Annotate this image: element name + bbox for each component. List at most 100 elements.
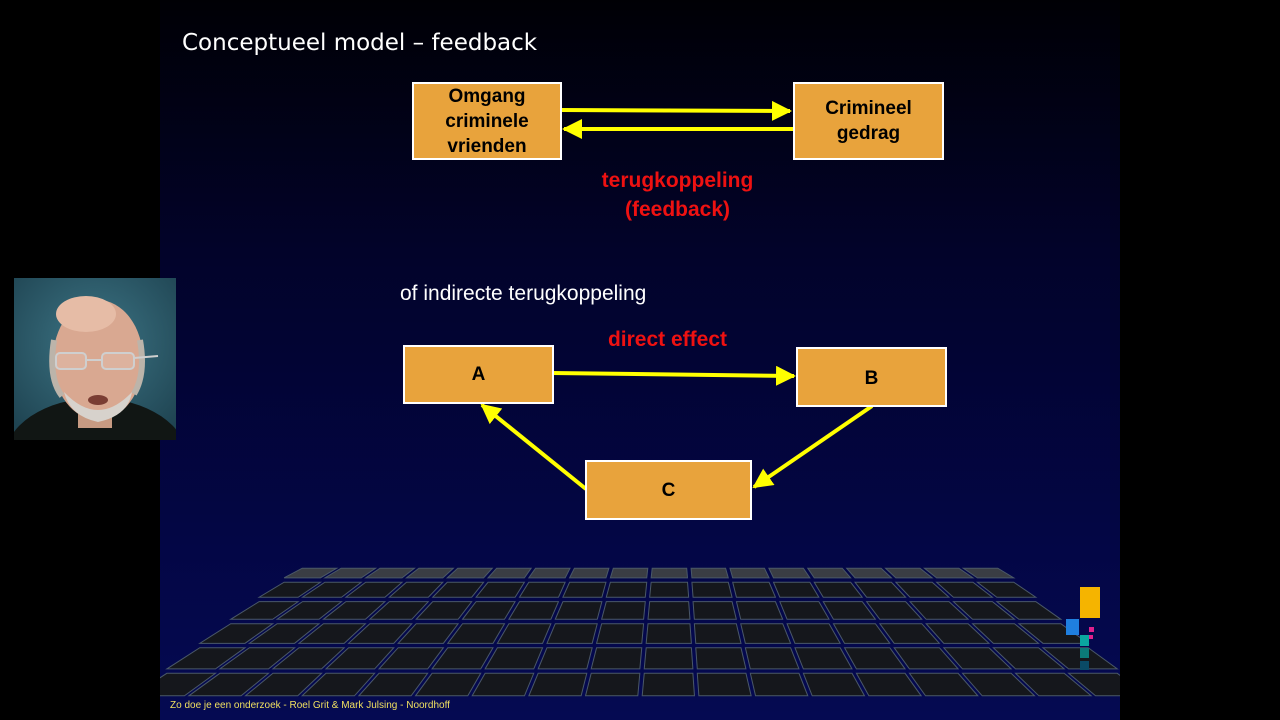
- grid-tile: [696, 672, 752, 697]
- grid-tile: [527, 567, 571, 579]
- feedback-label-line-2: (feedback): [624, 198, 731, 221]
- feedback-label-line-1: terugkoppeling: [601, 169, 754, 192]
- grid-tile: [854, 581, 907, 598]
- box-right-line-1: Crimineel: [825, 98, 912, 119]
- grid-tile: [647, 601, 691, 620]
- grid-tile: [893, 647, 960, 670]
- grid-tile: [695, 647, 747, 670]
- arrow-c-to-a: [480, 403, 588, 491]
- grid-tile: [257, 581, 323, 598]
- grid-tile: [942, 647, 1013, 670]
- grid-tile: [244, 672, 323, 697]
- grid-tile: [165, 647, 247, 670]
- grid-tile: [961, 567, 1016, 579]
- grid-tile: [431, 647, 494, 670]
- grid-tile: [690, 567, 729, 579]
- grid-tile: [822, 601, 877, 620]
- grid-tile: [605, 581, 648, 598]
- box-c: C: [585, 460, 752, 520]
- grid-tile: [446, 623, 506, 644]
- arrows-layer: [480, 100, 874, 491]
- grid-tile: [397, 623, 460, 644]
- grid-tile: [562, 581, 607, 598]
- grid-tile: [729, 567, 770, 579]
- grid-tile: [404, 567, 455, 579]
- grid-tile: [794, 647, 853, 670]
- box-right-line-2: gedrag: [836, 123, 901, 144]
- grid-tile: [813, 581, 864, 598]
- grid-tile: [300, 672, 376, 697]
- grid-tile: [595, 623, 645, 644]
- footer-credit: Zo doe je een onderzoek - Roel Grit & Ma…: [170, 700, 450, 711]
- grid-tile: [323, 567, 378, 579]
- grid-tile: [806, 567, 852, 579]
- grid-tile: [508, 601, 560, 620]
- grid-tile: [300, 581, 363, 598]
- grid-tile: [691, 581, 733, 598]
- grid-tile: [324, 647, 395, 670]
- grid-tile: [160, 672, 218, 697]
- grid-tile: [297, 623, 367, 644]
- grid-tile: [414, 672, 482, 697]
- grid-tile: [415, 601, 473, 620]
- grid-tile: [878, 623, 941, 644]
- grid-tile: [971, 623, 1040, 644]
- grid-tile: [744, 647, 800, 670]
- box-crimineel-gedrag: Crimineel gedrag: [793, 82, 944, 160]
- grid-tile: [802, 672, 866, 697]
- grid-tile: [992, 647, 1066, 670]
- grid-tile: [952, 601, 1016, 620]
- feedback-label: terugkoppeling (feedback): [570, 166, 785, 224]
- box-b: B: [796, 347, 947, 407]
- grid-tile: [518, 581, 566, 598]
- grid-tile: [649, 581, 690, 598]
- grid-tile: [855, 672, 923, 697]
- grid-floor: [160, 567, 1120, 697]
- grid-tile: [347, 623, 413, 644]
- grid-tile: [546, 623, 598, 644]
- grid-tile: [600, 601, 646, 620]
- grid-tile: [1067, 672, 1120, 697]
- grid-tile: [975, 581, 1038, 598]
- grid-tile: [961, 672, 1036, 697]
- publisher-logo-icon: [1066, 587, 1100, 670]
- grid-tile: [832, 623, 891, 644]
- arrow-omgang-to-crimineel: [559, 100, 792, 121]
- grid-tile: [187, 672, 270, 697]
- grid-tile: [692, 601, 737, 620]
- grid-tile: [925, 623, 991, 644]
- grid-tile: [344, 581, 404, 598]
- grid-tile: [218, 647, 296, 670]
- grid-tile: [772, 581, 820, 598]
- grid-tile: [568, 567, 610, 579]
- grid-tile: [486, 567, 533, 579]
- grid-tile: [247, 623, 321, 644]
- slide: Conceptueel model – feedback Omgang crim…: [160, 0, 1120, 720]
- grid-tile: [641, 672, 696, 697]
- box-left-line-3: vrienden: [447, 135, 527, 157]
- grid-tile: [283, 567, 339, 579]
- grid-tile: [484, 647, 544, 670]
- grid-tile: [322, 601, 387, 620]
- grid-tile: [786, 623, 842, 644]
- grid-tile: [643, 647, 694, 670]
- grid-tile: [995, 601, 1063, 620]
- grid-tile: [590, 647, 643, 670]
- presenter-avatar: [14, 278, 176, 440]
- grid-tile: [496, 623, 552, 644]
- grid-tile: [431, 581, 485, 598]
- grid-tile: [377, 647, 445, 670]
- grid-tile: [843, 647, 907, 670]
- grid-tile: [693, 623, 742, 644]
- grid-tile: [368, 601, 430, 620]
- grid-tile: [735, 601, 784, 620]
- grid-tile: [779, 601, 830, 620]
- grid-tile: [768, 567, 811, 579]
- direct-effect-label: direct effect: [607, 328, 728, 351]
- grid-tile: [357, 672, 429, 697]
- grid-tile: [537, 647, 593, 670]
- grid-tile: [475, 581, 526, 598]
- grid-tile: [865, 601, 923, 620]
- grid-tile: [364, 567, 416, 579]
- box-a: A: [403, 345, 554, 404]
